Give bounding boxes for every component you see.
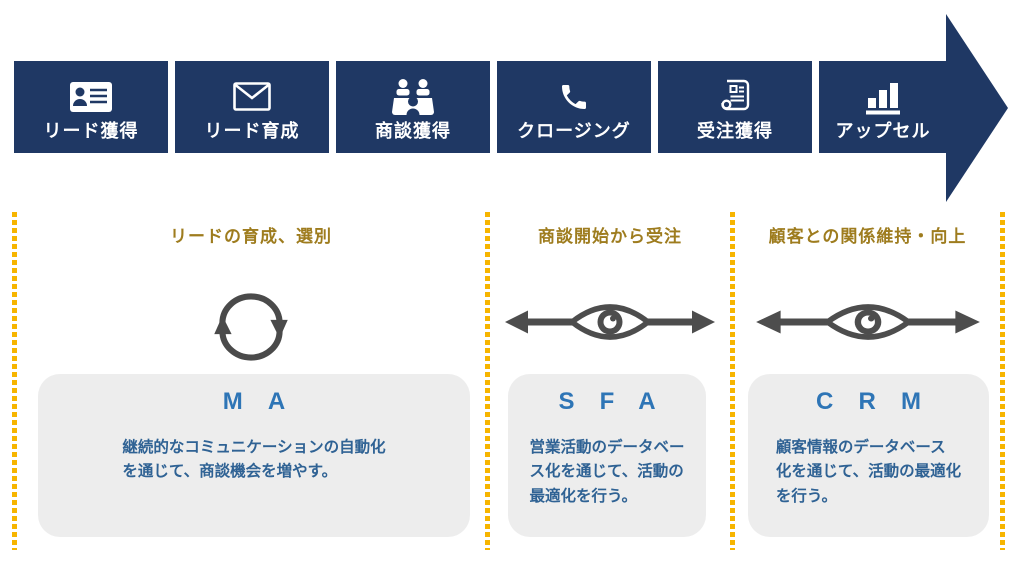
- tool-name-ma: MA: [222, 388, 311, 415]
- dotted-divider: [730, 212, 735, 550]
- phone-icon: [558, 75, 590, 119]
- tool-card-ma: MA 継続的なコミュニケーションの自動化 を通じて、商談機会を増やす。: [38, 374, 470, 537]
- tool-description-crm: 顧客情報のデータベース 化を通じて、活動の最適化 を行う。: [775, 439, 962, 505]
- stage-label: 受注獲得: [697, 120, 773, 141]
- stage-label: リード育成: [204, 120, 300, 141]
- cycle-icon: [14, 286, 488, 373]
- eye-range-icon: [487, 292, 733, 355]
- tool-card-sfa: SFA 営業活動のデータベー ス化を通じて、活動の 最適化を行う。: [508, 374, 706, 537]
- stage-label: 商談獲得: [375, 120, 451, 141]
- section-header-ma: リードの育成、選別: [170, 227, 332, 246]
- funnel-stage-meeting-acquisition: 商談獲得: [336, 61, 490, 153]
- funnel-stage-lead-nurturing: リード育成: [175, 61, 329, 153]
- right-arrow-head-icon: [946, 14, 1008, 202]
- funnel-stage-closing: クロージング: [497, 61, 651, 153]
- meeting-icon: [390, 75, 436, 119]
- funnel-stage-row: リード獲得 リード育成: [14, 61, 947, 153]
- section-header-sfa: 商談開始から受注: [538, 227, 682, 246]
- funnel-stage-upsell: アップセル: [819, 61, 947, 153]
- eye-range-icon: [732, 292, 1003, 355]
- section-header-crm: 顧客との関係維持・向上: [768, 227, 967, 246]
- bar-chart-icon: [863, 75, 903, 119]
- contract-icon: [718, 75, 752, 119]
- stage-label: アップセル: [835, 120, 931, 141]
- stage-label: クロージング: [517, 120, 631, 141]
- tool-description-ma: 継続的なコミュニケーションの自動化 を通じて、商談機会を増やす。: [122, 439, 386, 481]
- tool-card-crm: CRM 顧客情報のデータベース 化を通じて、活動の最適化 を行う。: [748, 374, 989, 537]
- funnel-stage-lead-acquisition: リード獲得: [14, 61, 168, 153]
- stage-label: リード獲得: [43, 120, 139, 141]
- tool-description-sfa: 営業活動のデータベー ス化を通じて、活動の 最適化を行う。: [529, 439, 685, 505]
- dotted-divider: [1000, 212, 1005, 550]
- funnel-stage-order-acquisition: 受注獲得: [658, 61, 812, 153]
- tool-name-crm: CRM: [815, 388, 947, 415]
- id-card-icon: [68, 75, 114, 119]
- tool-name-sfa: SFA: [558, 388, 681, 415]
- dotted-divider: [12, 212, 17, 550]
- envelope-icon: [233, 75, 271, 119]
- dotted-divider: [485, 212, 490, 550]
